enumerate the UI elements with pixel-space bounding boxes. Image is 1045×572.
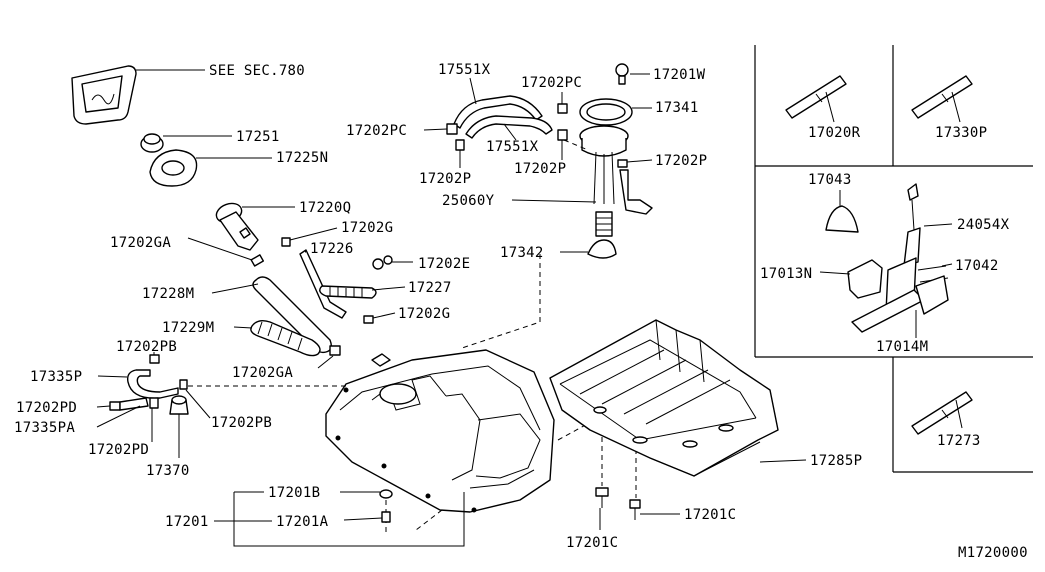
label-17551X-a: 17551X <box>438 62 491 78</box>
label-24054X: 24054X <box>957 217 1010 233</box>
label-17202PC-a: 17202PC <box>521 75 582 91</box>
label-25060Y: 25060Y <box>442 193 495 209</box>
clamp-17202P-center[interactable] <box>557 129 568 160</box>
label-17013N: 17013N <box>760 266 812 282</box>
protector-17043[interactable] <box>825 190 859 233</box>
hose-17228M[interactable] <box>211 276 333 354</box>
label-17202PD-a: 17202PD <box>16 400 77 416</box>
bracket-17201 <box>214 491 465 547</box>
clamp-17202PC-left[interactable] <box>423 123 458 135</box>
clamp-17202PD-b[interactable] <box>149 397 159 442</box>
label-17202PB-b: 17202PB <box>211 415 272 431</box>
bolt-17201C-right[interactable] <box>629 499 680 520</box>
label-17201C-a: 17201C <box>566 535 618 551</box>
filler-lid-part[interactable] <box>71 65 205 125</box>
label-17202P-a: 17202P <box>419 171 471 187</box>
label-17226: 17226 <box>310 241 354 257</box>
clamp-17202GA-bottom[interactable] <box>317 345 341 369</box>
label-17202PB-a: 17202PB <box>116 339 177 355</box>
clip-17202E[interactable] <box>372 255 413 270</box>
filler-ring-part[interactable] <box>149 149 272 187</box>
hose-17335P[interactable] <box>97 369 179 399</box>
clamp-17202PB-top[interactable] <box>149 352 160 364</box>
hose-17227[interactable] <box>319 285 406 299</box>
hose-17335PA[interactable] <box>96 397 149 428</box>
clamp-17202PD-a[interactable] <box>96 401 121 411</box>
diagram-id: M1720000 <box>958 545 1028 561</box>
hose-17229M[interactable] <box>233 319 321 357</box>
label-17202P-b: 17202P <box>514 161 566 177</box>
hose-17551X-lower[interactable] <box>465 115 553 141</box>
callout-labels: SEE SEC.780 17251 17225N 17220Q 17202G 1… <box>14 62 1028 561</box>
washer-17201B[interactable] <box>379 489 393 499</box>
label-17227: 17227 <box>408 280 452 296</box>
filler-cap-part[interactable] <box>140 133 232 153</box>
clamp-17202PC-right[interactable] <box>557 92 568 114</box>
label-17202GA-a: 17202GA <box>110 235 171 251</box>
clamp-17202G-top[interactable] <box>281 227 338 247</box>
label-17220Q: 17220Q <box>299 200 351 216</box>
clamp-17202GA-top[interactable] <box>187 237 265 267</box>
bracket-17013N[interactable] <box>819 259 883 299</box>
label-17201B: 17201B <box>268 485 320 501</box>
protector-17285P[interactable] <box>549 319 807 477</box>
label-17551X-b: 17551X <box>486 139 539 155</box>
label-17202PC-b: 17202PC <box>346 123 407 139</box>
label-17014M: 17014M <box>876 339 928 355</box>
label-17202G-b: 17202G <box>398 306 450 322</box>
bolt-17201A[interactable] <box>343 511 391 523</box>
clamp-17202G-mid[interactable] <box>363 312 396 324</box>
label-17330P: 17330P <box>935 125 987 141</box>
label-17020R: 17020R <box>808 125 861 141</box>
label-17043: 17043 <box>808 172 852 188</box>
label-17202GA-b: 17202GA <box>232 365 293 381</box>
inset-frames <box>754 45 1033 473</box>
label-17335P: 17335P <box>30 369 82 385</box>
filler-tube-part[interactable] <box>214 200 295 251</box>
clamp-17202P-right[interactable] <box>617 159 653 168</box>
label-17229M: 17229M <box>162 320 214 336</box>
hose-17330P[interactable] <box>911 75 973 123</box>
label-17202PD-b: 17202PD <box>88 442 149 458</box>
label-17202G-a: 17202G <box>341 220 393 236</box>
clamp-17202P-left[interactable] <box>455 139 465 168</box>
hose-17020R[interactable] <box>785 75 847 123</box>
gasket-17341[interactable] <box>579 98 652 126</box>
label-17341: 17341 <box>655 100 699 116</box>
label-17342: 17342 <box>500 245 544 261</box>
label-17202E: 17202E <box>418 256 470 272</box>
label-17370: 17370 <box>146 463 190 479</box>
label-17285P: 17285P <box>810 453 862 469</box>
label-17228M: 17228M <box>142 286 194 302</box>
label-17201W: 17201W <box>653 67 706 83</box>
label-see-sec: SEE SEC.780 <box>209 63 305 79</box>
label-17201C-b: 17201C <box>684 507 736 523</box>
clamp-17202PB-b[interactable] <box>179 379 211 419</box>
label-17201A: 17201A <box>276 514 329 530</box>
fuel-tank-17201[interactable] <box>325 349 555 513</box>
breather-tube-part[interactable] <box>299 249 347 319</box>
pump-bracket-17014M[interactable] <box>851 275 949 338</box>
fuel-pump-assembly-25060Y[interactable] <box>511 125 653 237</box>
hose-17273[interactable] <box>911 391 973 435</box>
label-17335PA: 17335PA <box>14 420 75 436</box>
bolt-17201W[interactable] <box>615 63 650 85</box>
valve-17370[interactable] <box>169 395 189 458</box>
label-17201: 17201 <box>165 514 209 530</box>
label-17225N: 17225N <box>276 150 328 166</box>
label-17251: 17251 <box>236 129 280 145</box>
label-17273: 17273 <box>937 433 981 449</box>
bolt-17201C-left[interactable] <box>595 487 609 530</box>
label-17042: 17042 <box>955 258 999 274</box>
label-17202P-c: 17202P <box>655 153 707 169</box>
filter-17342[interactable] <box>560 239 617 259</box>
